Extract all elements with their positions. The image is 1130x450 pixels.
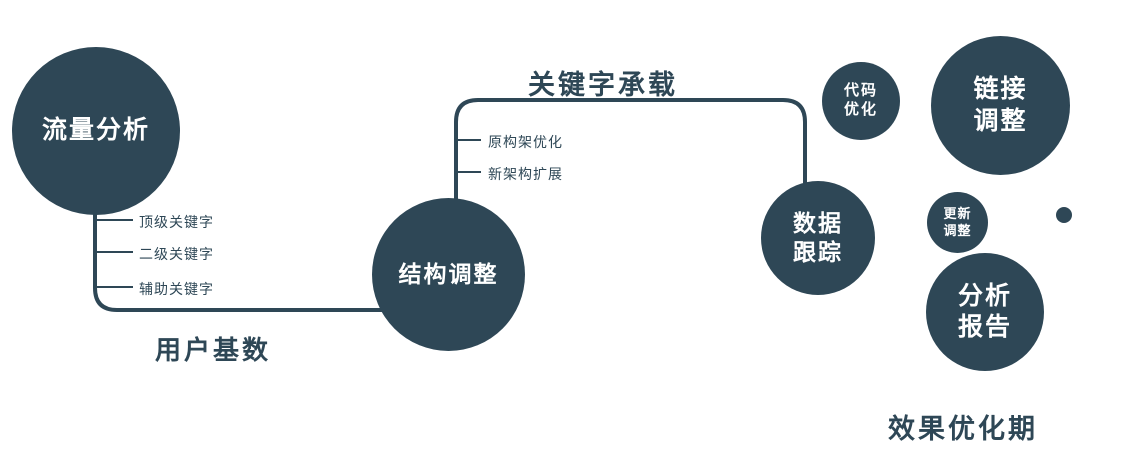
edge-label-keyword-carry: 关键字承载 [528, 70, 678, 100]
node-code-optimization: 代码 优化 [822, 62, 900, 140]
node-analysis-report-line2: 报告 [957, 313, 1012, 341]
node-traffic-analysis: 流量分析 [12, 47, 180, 215]
branch-label-new-architecture: 新架构扩展 [488, 166, 563, 182]
branch-label-original-architecture: 原构架优化 [488, 134, 563, 150]
branch-label-auxiliary-keywords: 辅助关键字 [139, 281, 214, 297]
edge-label-user-base: 用户基数 [155, 335, 272, 365]
footer-label-effect-optimization: 效果优化期 [888, 414, 1038, 444]
branch-label-secondary-keywords: 二级关键字 [139, 246, 214, 262]
node-analysis-report-line1: 分析 [957, 281, 1012, 310]
node-link-adjustment: 链接 调整 [931, 36, 1070, 175]
node-update-adjustment-line2: 调整 [943, 222, 972, 238]
node-traffic-analysis-label: 流量分析 [41, 116, 150, 145]
node-code-optimization-line1: 代码 [843, 82, 878, 100]
branch-label-top-keywords: 顶级关键字 [139, 214, 214, 230]
edge-user-base-line [93, 190, 400, 312]
node-structure-adjustment-label: 结构调整 [398, 261, 499, 288]
node-data-tracking-line1: 数据 [793, 210, 843, 237]
node-update-adjustment: 更新 调整 [927, 192, 988, 253]
node-analysis-report: 分析 报告 [926, 253, 1044, 371]
node-link-adjustment-line1: 链接 [973, 75, 1028, 104]
node-data-tracking-line2: 跟踪 [793, 239, 843, 265]
node-structure-adjustment: 结构调整 [372, 198, 525, 351]
node-data-tracking: 数据 跟踪 [761, 181, 875, 295]
node-link-adjustment-line2: 调整 [973, 106, 1028, 135]
edge-keyword-carry-line [454, 98, 807, 210]
node-update-adjustment-line1: 更新 [943, 206, 972, 222]
milestone-dot [1056, 207, 1072, 223]
node-code-optimization-line2: 优化 [843, 101, 878, 118]
